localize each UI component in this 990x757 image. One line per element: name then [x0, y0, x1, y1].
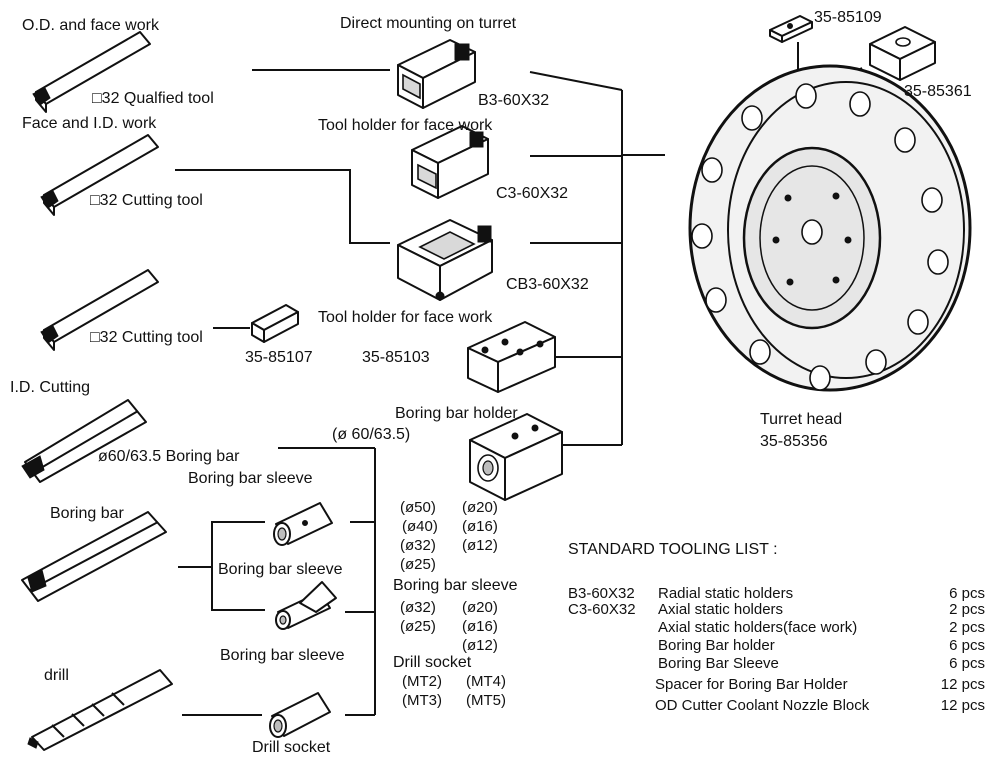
size-a-label: Boring bar sleeve — [393, 577, 518, 594]
cb3-code: CB3-60X32 — [506, 276, 589, 293]
tooling-row-qty: 2 pcs — [949, 619, 985, 636]
spacer-code: 35-85107 — [245, 349, 313, 366]
c3-holder-image — [411, 125, 489, 199]
tooling-row: Axial static holders(face work) 2 pcs — [658, 619, 985, 636]
spacer-image — [251, 304, 299, 343]
tooling-row-desc: Spacer for Boring Bar Holder — [655, 676, 848, 693]
face-id-tool-image — [40, 134, 159, 216]
size-b-col2-0: (ø20) — [462, 599, 498, 616]
sleeve-1-label: Boring bar sleeve — [218, 561, 343, 578]
tooling-row: Boring Bar holder 6 pcs — [658, 637, 985, 654]
mt-col1-1: (MT3) — [402, 692, 442, 709]
nozzle-block-image — [869, 26, 936, 81]
cutting-tool-label-1: □32 Cutting tool — [90, 192, 203, 209]
labels: O.D. and face work □32 Qualfied tool Fac… — [10, 9, 972, 756]
size-a-col2-1: (ø16) — [462, 518, 498, 535]
tooling-row: OD Cutter Coolant Nozzle Block 12 pcs — [655, 697, 985, 714]
tooling-row: Spacer for Boring Bar Holder 12 pcs — [655, 676, 985, 693]
mt-col1-0: (MT2) — [402, 673, 442, 690]
cutting-tool-image — [40, 269, 159, 351]
size-b-col2-1: (ø16) — [462, 618, 498, 635]
tooling-row: C3-60X32 Axial static holders 2 pcs — [568, 601, 985, 618]
holder-size-label: (ø 60/63.5) — [332, 426, 410, 443]
size-a-col1-2: (ø32) — [400, 537, 436, 554]
tooling-row-desc: Radial static holders — [658, 585, 793, 602]
cutting-tool-label-2: □32 Cutting tool — [90, 329, 203, 346]
size-a-col2-0: (ø20) — [462, 499, 498, 516]
direct-mounting-heading: Direct mounting on turret — [340, 15, 517, 32]
face-work-label-2: Tool holder for face work — [318, 309, 493, 326]
drill-heading: drill — [44, 667, 69, 684]
turret-head-image — [688, 64, 972, 392]
small-part-code: 35-85109 — [814, 9, 882, 26]
small-part-image — [769, 15, 813, 43]
block-holder-image — [467, 321, 556, 393]
block-code: 35-85103 — [362, 349, 430, 366]
boring-bar-image — [21, 511, 167, 602]
boring-bar-holder-label: Boring bar holder — [395, 405, 518, 422]
turret-head-name: Turret head — [760, 411, 842, 428]
boring-bar-holder-image — [469, 413, 563, 501]
b3-code: B3-60X32 — [478, 92, 549, 109]
tooling-row-desc: Boring Bar holder — [658, 637, 775, 654]
size-b-col2-2: (ø12) — [462, 637, 498, 654]
face-work-label-1: Tool holder for face work — [318, 117, 493, 134]
tooling-row-desc: Axial static holders — [658, 601, 783, 618]
sleeve-2-label: Boring bar sleeve — [220, 647, 345, 664]
size-b-col1-1: (ø25) — [400, 618, 436, 635]
tooling-row-desc: OD Cutter Coolant Nozzle Block — [655, 697, 870, 714]
od-face-work-heading: O.D. and face work — [22, 17, 160, 34]
drill-image — [27, 669, 173, 751]
od-tool-image — [32, 31, 151, 113]
boring-bar-heading: Boring bar — [50, 505, 124, 522]
tooling-row-qty: 2 pcs — [949, 601, 985, 618]
size-b-col1-0: (ø32) — [400, 599, 436, 616]
boring-bar-size-label: ø60/63.5 Boring bar — [98, 448, 240, 465]
b3-holder-image — [397, 39, 476, 109]
id-cutting-heading: I.D. Cutting — [10, 379, 90, 396]
c3-code: C3-60X32 — [496, 185, 568, 202]
sleeve-header-label: Boring bar sleeve — [188, 470, 313, 487]
tooling-row-qty: 6 pcs — [949, 655, 985, 672]
tooling-row-desc: Axial static holders(face work) — [658, 619, 857, 636]
tooling-list-title: STANDARD TOOLING LIST : — [568, 541, 778, 558]
tooling-row-qty: 12 pcs — [941, 697, 985, 714]
face-id-work-heading: Face and I.D. work — [22, 115, 157, 132]
turret-head-code: 35-85356 — [760, 433, 828, 450]
tooling-row: B3-60X32 Radial static holders 6 pcs — [568, 585, 985, 602]
size-a-col1-1: (ø40) — [402, 518, 438, 535]
tooling-row-qty: 12 pcs — [941, 676, 985, 693]
qualified-tool-label: □32 Qualfied tool — [92, 90, 214, 107]
cb3-holder-image — [397, 219, 493, 301]
drill-socket-image — [269, 692, 331, 738]
tooling-row-code: B3-60X32 — [568, 585, 635, 602]
tooling-row-desc: Boring Bar Sleeve — [658, 655, 779, 672]
size-a-col2-2: (ø12) — [462, 537, 498, 554]
mt-col2-0: (MT4) — [466, 673, 506, 690]
tooling-row-qty: 6 pcs — [949, 637, 985, 654]
tooling-row: Boring Bar Sleeve 6 pcs — [658, 655, 985, 672]
size-b-label: Drill socket — [393, 654, 472, 671]
size-a-col1-3: (ø25) — [400, 556, 436, 573]
tooling-list: STANDARD TOOLING LIST : B3-60X32 Radial … — [568, 541, 985, 714]
sleeve-2-image — [275, 581, 337, 630]
size-a-col1-0: (ø50) — [400, 499, 436, 516]
drill-socket-label: Drill socket — [252, 739, 331, 756]
nozzle-block-code: 35-85361 — [904, 83, 972, 100]
sleeve-1-image — [273, 502, 333, 546]
mt-col2-1: (MT5) — [466, 692, 506, 709]
tooling-row-qty: 6 pcs — [949, 585, 985, 602]
tooling-row-code: C3-60X32 — [568, 601, 636, 618]
id-boring-tool-image — [21, 399, 147, 483]
